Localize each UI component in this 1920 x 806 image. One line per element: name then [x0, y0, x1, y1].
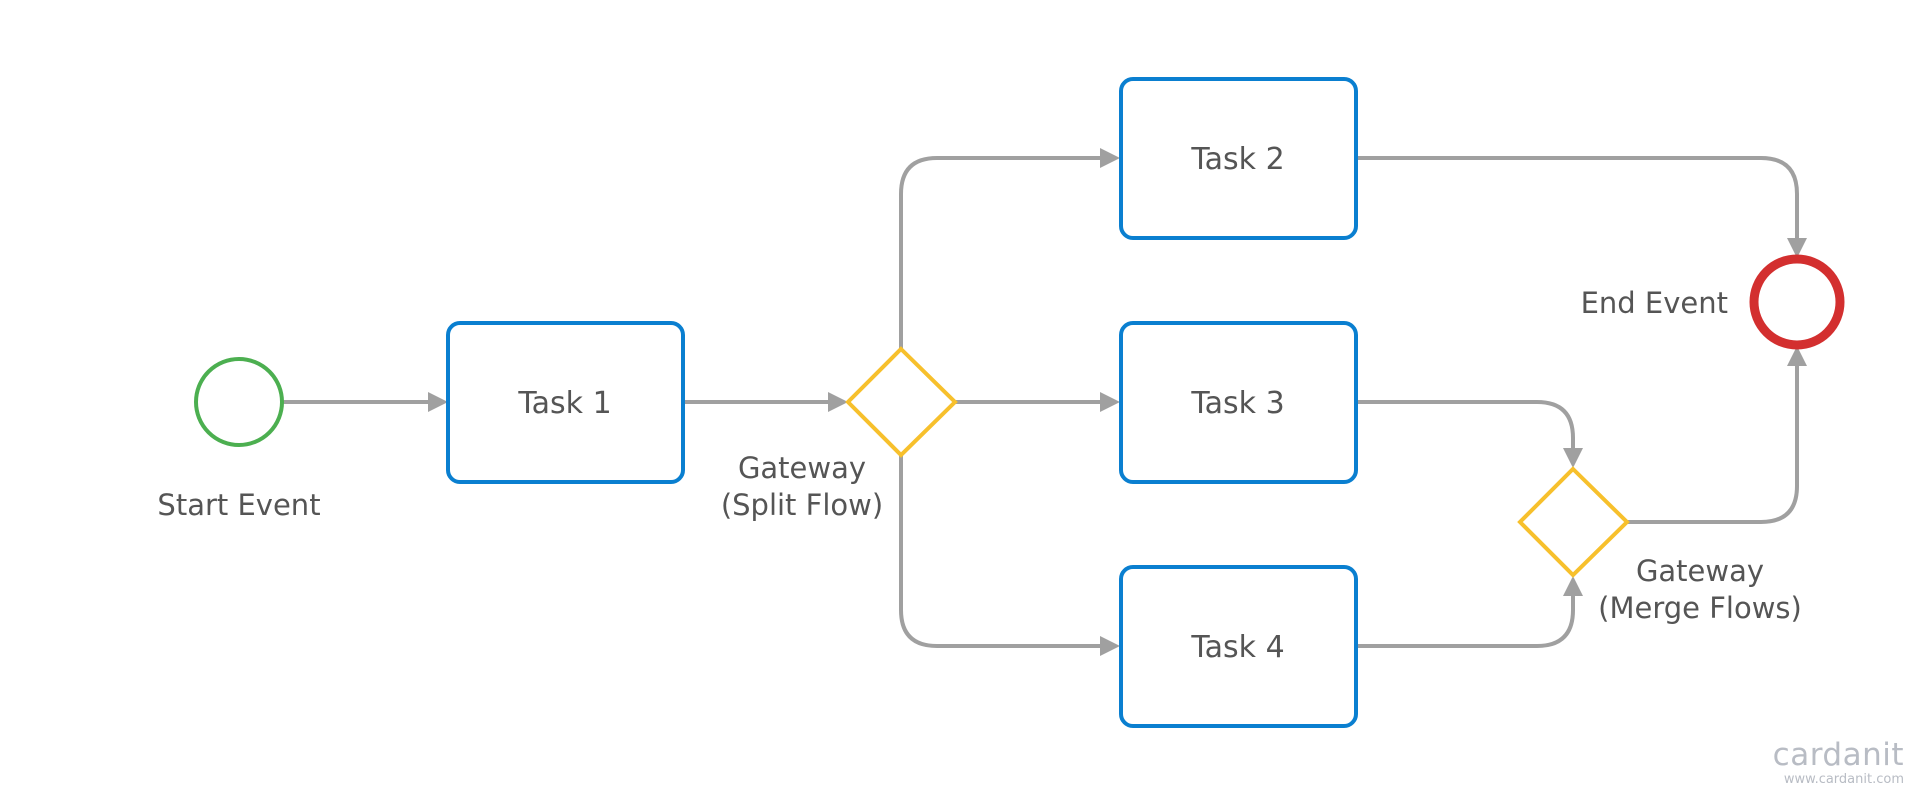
split-gateway-label-line1: Gateway — [738, 451, 866, 485]
flow-task3-to-merge-gateway — [1354, 400, 1575, 458]
task-4-label: Task 4 — [1190, 630, 1284, 665]
task-4-box — [1119, 565, 1358, 728]
task-4[interactable]: Task 4 — [1119, 565, 1358, 728]
task-2-box — [1119, 77, 1358, 240]
flow-merge-gateway-to-end-event-arrowhead — [1787, 346, 1807, 366]
merge-gateway-label-line2: (Merge Flows) — [1598, 591, 1802, 625]
merge-gateway[interactable]: Gateway (Merge Flows) — [1517, 466, 1802, 625]
start-event[interactable]: Start Event — [157, 357, 321, 522]
flow-start-to-task1-arrowhead — [428, 392, 448, 412]
sequence-flows — [280, 148, 1807, 656]
task-1[interactable]: Task 1 — [446, 321, 685, 484]
flow-task2-to-end-event — [1354, 156, 1799, 248]
split-gateway-label-line2: (Split Flow) — [721, 488, 883, 522]
logo-url: www.cardanit.com — [1783, 772, 1904, 787]
flow-split-gateway-to-task4 — [899, 453, 1110, 648]
flow-task3-to-merge-gateway-arrowhead — [1563, 448, 1583, 468]
end-event[interactable]: End Event — [1581, 254, 1845, 350]
task-3-box — [1119, 321, 1358, 484]
split-gateway-diamond — [845, 346, 958, 458]
flow-split-gateway-to-task3-arrowhead — [1100, 392, 1120, 412]
flow-task4-to-merge-gateway — [1354, 586, 1575, 648]
flow-split-gateway-to-task2 — [899, 156, 1110, 351]
task-1-label: Task 1 — [517, 386, 611, 421]
task-3-label: Task 3 — [1190, 386, 1284, 421]
flow-split-gateway-to-task4-arrowhead — [1100, 636, 1120, 656]
flow-split-gateway-to-task2-arrowhead — [1100, 148, 1120, 168]
cardanit-logo: cardanit www.cardanit.com — [1773, 738, 1904, 788]
end-event-label: End Event — [1581, 286, 1728, 320]
flow-task4-to-merge-gateway-arrowhead — [1563, 576, 1583, 596]
logo-name: cardanit — [1772, 737, 1904, 773]
flow-task2-to-end-event-arrowhead — [1787, 238, 1807, 258]
end-event-circle — [1749, 254, 1845, 350]
start-event-circle — [194, 357, 284, 447]
task-1-box — [446, 321, 685, 484]
task-3[interactable]: Task 3 — [1119, 321, 1358, 484]
flow-task1-to-split-gateway-arrowhead — [828, 392, 848, 412]
task-2-label: Task 2 — [1190, 142, 1284, 177]
task-2[interactable]: Task 2 — [1119, 77, 1358, 240]
merge-gateway-diamond — [1517, 466, 1630, 578]
split-gateway[interactable]: Gateway (Split Flow) — [721, 346, 958, 522]
flow-merge-gateway-to-end-event — [1625, 356, 1799, 524]
merge-gateway-label-line1: Gateway — [1636, 554, 1764, 588]
start-event-label: Start Event — [157, 488, 320, 522]
